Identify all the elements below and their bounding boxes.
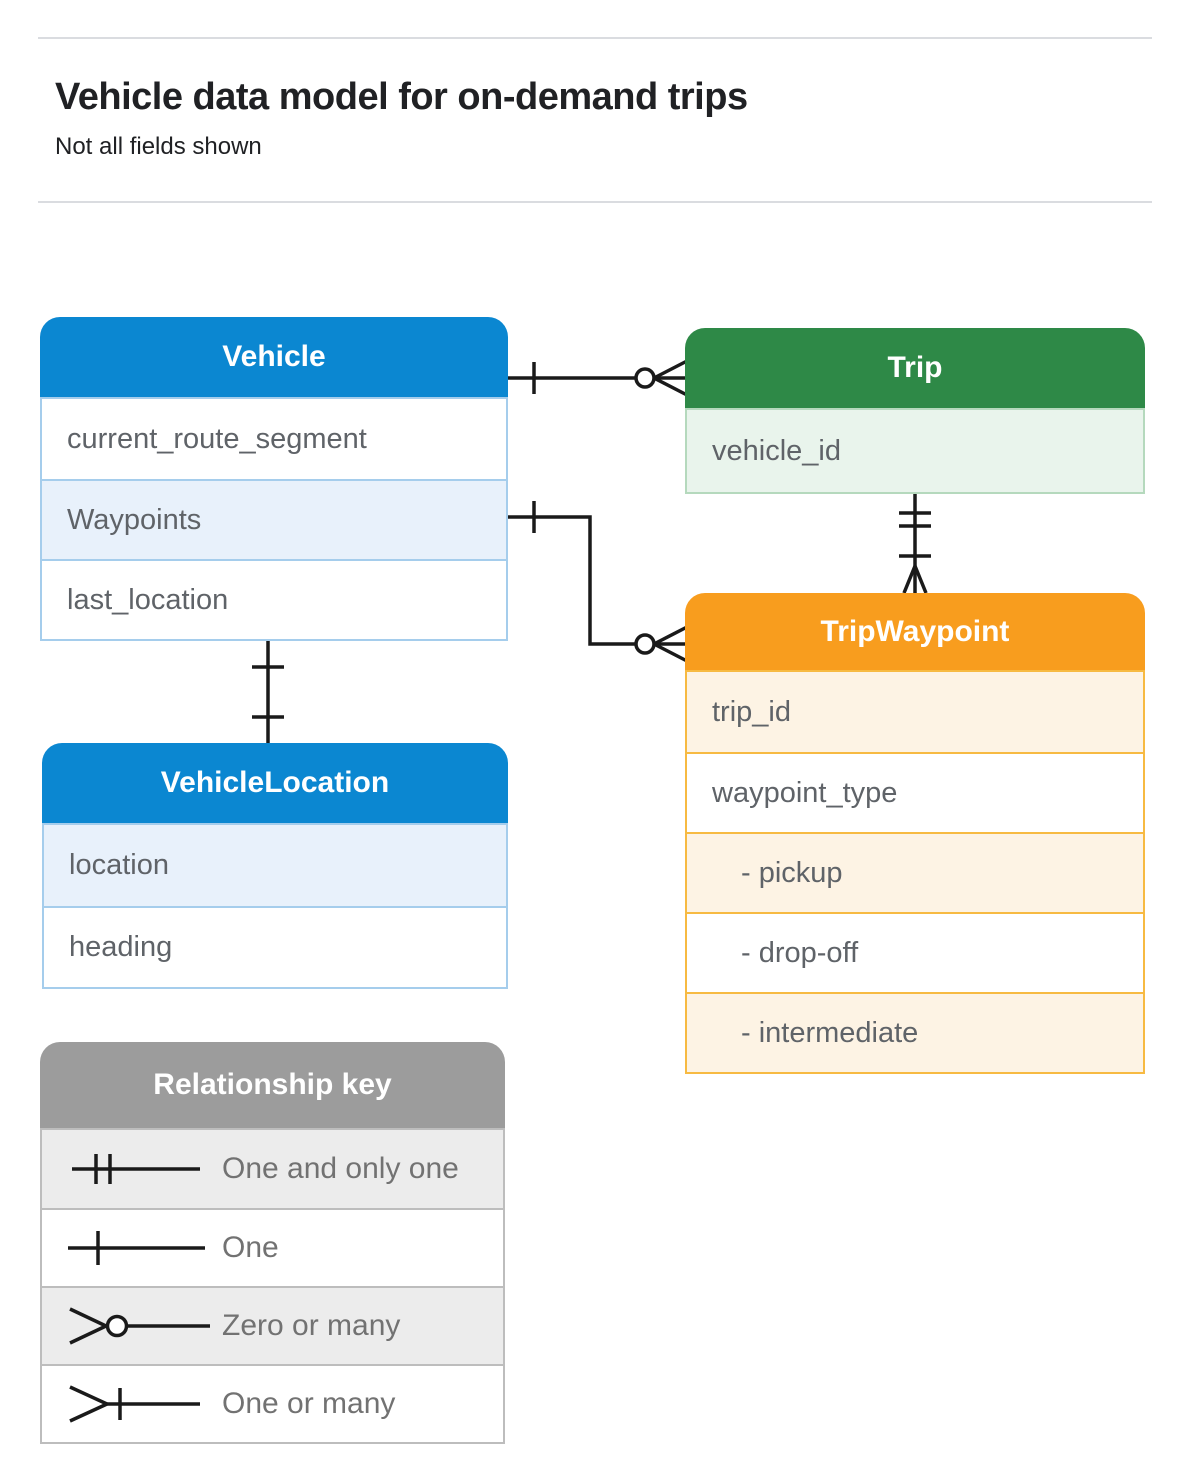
legend-row-one-or-many: One or many — [42, 1364, 503, 1442]
field-row-heading: heading — [44, 906, 506, 987]
field-row-intermediate: - intermediate — [687, 992, 1143, 1072]
header-divider — [38, 201, 1152, 203]
top-divider — [38, 37, 1152, 39]
entity-header-tripwaypoint: TripWaypoint — [685, 593, 1145, 670]
entity-table-vehicle: Vehicle current_route_segment Waypoints … — [40, 317, 508, 641]
field-row-location: location — [44, 825, 506, 906]
field-row-waypoint-type: waypoint_type — [687, 752, 1143, 832]
entity-title: TripWaypoint — [820, 614, 1010, 648]
entity-header-vehicle: Vehicle — [40, 317, 508, 397]
legend-row-zero-or-many: Zero or many — [42, 1286, 503, 1364]
field-row-trip-id: trip_id — [687, 672, 1143, 752]
entity-header-vehiclelocation: VehicleLocation — [42, 743, 508, 823]
entity-title: Trip — [887, 351, 943, 384]
entity-table-tripwaypoint: TripWaypoint trip_id waypoint_type - pic… — [685, 593, 1145, 1074]
one-or-many-icon — [69, 1385, 200, 1423]
connector-waypoints-tripwaypoint — [508, 501, 688, 663]
relationship-key-header: Relationship key — [40, 1042, 505, 1128]
relationship-key: Relationship key One and only one One — [40, 1042, 505, 1444]
field-row-waypoints: Waypoints — [42, 479, 506, 559]
zero-or-many-icon — [69, 1307, 210, 1345]
entity-title: Vehicle — [222, 340, 326, 373]
legend-label: One and only one — [222, 1152, 459, 1185]
connector-vehicle-trip — [508, 359, 688, 397]
entity-body-vehicle: current_route_segment Waypoints last_loc… — [40, 397, 508, 641]
entity-title: VehicleLocation — [160, 766, 390, 799]
legend-row-one-and-only-one: One and only one — [42, 1130, 503, 1208]
legend-label: One — [222, 1231, 279, 1264]
entity-body-trip: vehicle_id — [685, 408, 1145, 494]
entity-header-trip: Trip — [685, 328, 1145, 408]
page-title: Vehicle data model for on-demand trips — [55, 76, 748, 118]
connector-vehicle-vehiclelocation — [252, 635, 284, 745]
field-row-current-route-segment: current_route_segment — [42, 399, 506, 479]
field-row-vehicle-id: vehicle_id — [687, 410, 1143, 492]
legend-row-one: One — [42, 1208, 503, 1286]
page-subtitle: Not all fields shown — [55, 133, 262, 160]
field-row-pickup: - pickup — [687, 832, 1143, 912]
legend-label: Zero or many — [222, 1309, 401, 1342]
relationship-key-body: One and only one One Zero or many — [40, 1128, 505, 1444]
entity-table-trip: Trip vehicle_id — [685, 328, 1145, 494]
field-row-last-location: last_location — [42, 559, 506, 639]
relationship-key-title: Relationship key — [153, 1068, 392, 1101]
entity-body-vehiclelocation: location heading — [42, 823, 508, 989]
one-icon — [68, 1231, 205, 1265]
entity-table-vehiclelocation: VehicleLocation location heading — [42, 743, 508, 989]
connector-trip-tripwaypoint — [899, 488, 931, 595]
legend-label: One or many — [222, 1387, 396, 1420]
one-and-only-one-icon — [72, 1154, 200, 1184]
entity-body-tripwaypoint: trip_id waypoint_type - pickup - drop-of… — [685, 670, 1145, 1074]
field-row-drop-off: - drop-off — [687, 912, 1143, 992]
